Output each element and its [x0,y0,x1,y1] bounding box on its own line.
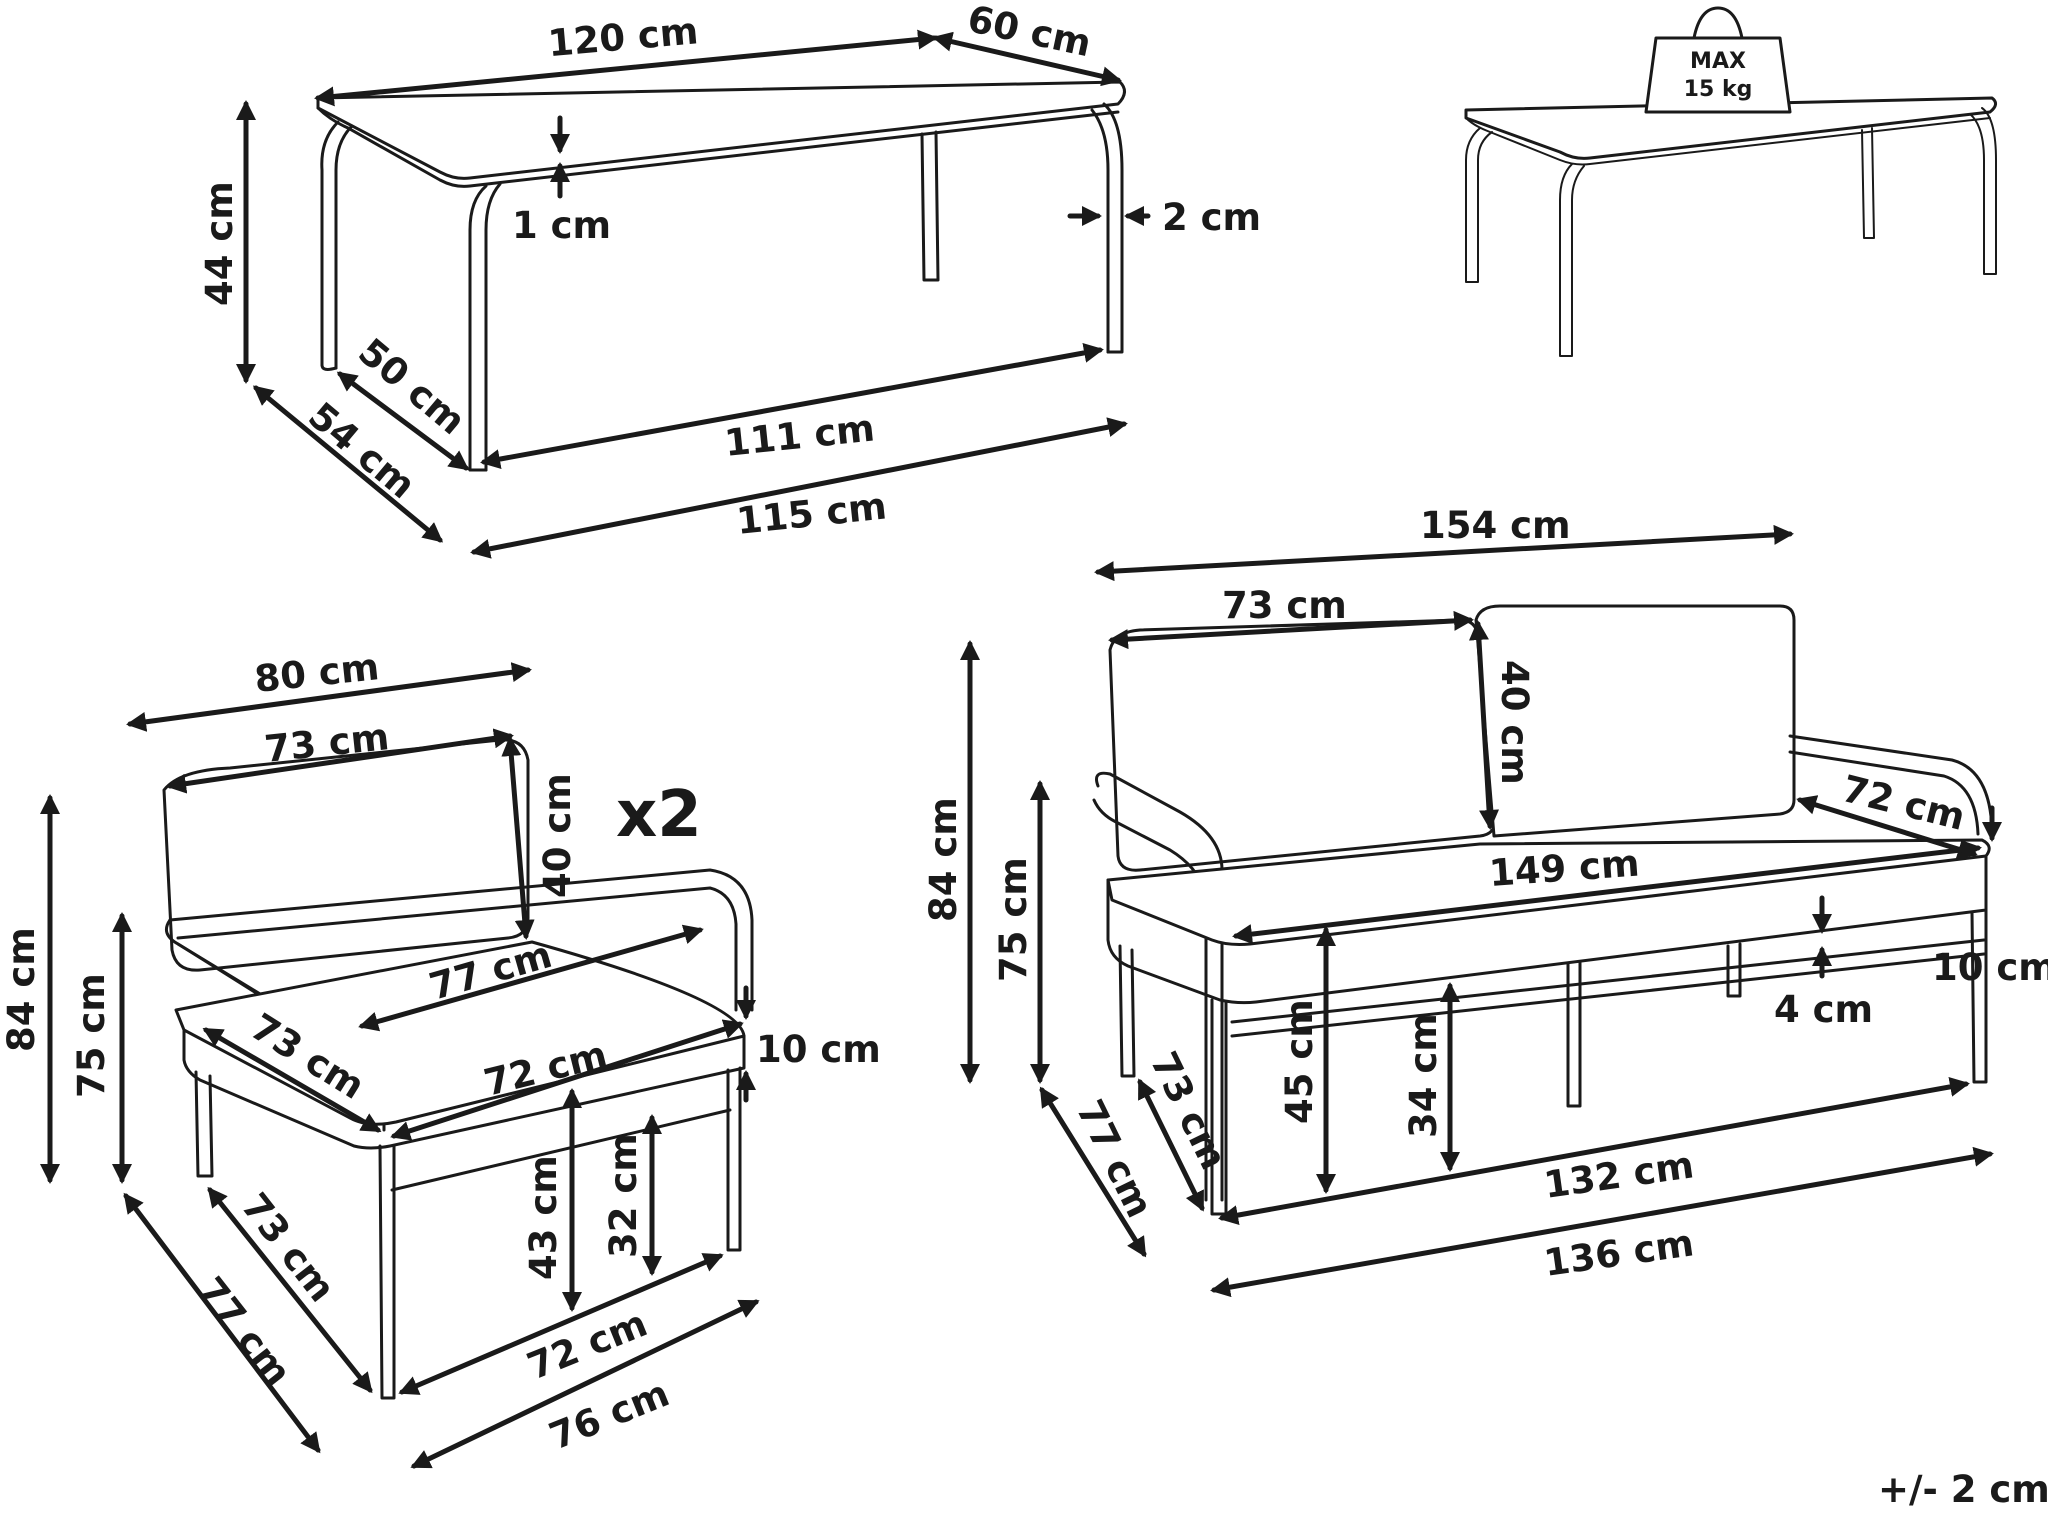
sofa-base-width-inner-label: 132 cm [1541,1143,1696,1207]
chair-cushion-label: 10 cm [756,1028,881,1071]
tolerance-label: +/- 2 cm [1878,1468,2048,1509]
chair-arm-height-label: 75 cm [70,973,113,1098]
weight-max-label: MAX [1690,49,1746,74]
table-top-thickness-label: 1 cm [512,204,611,247]
sofa-seat-width-label: 149 cm [1488,842,1641,895]
table-dimension-arrows [236,29,1151,559]
weight-value-label: 15 kg [1684,77,1753,102]
chair-height-label: 84 cm [0,927,43,1052]
table-leg-thickness-label: 2 cm [1162,196,1261,239]
table-weight-drawing [1464,6,1997,357]
table-outer-depth-label: 54 cm [300,394,423,507]
sofa-cushion-label: 10 cm [1932,946,2048,989]
sofa-dimension-arrows [960,524,2002,1298]
sofa-arm-height-label: 75 cm [992,857,1035,982]
sofa-seat-height-label: 45 cm [1278,999,1321,1124]
sofa-back-width-label: 73 cm [1222,584,1347,627]
sofa-height-label: 84 cm [922,797,965,922]
sofa-frame-height-label: 34 cm [1402,1013,1445,1138]
sofa-drawing [1092,604,1994,1216]
chair-frame-height-label: 32 cm [602,1133,645,1258]
armchair-dimension-arrows [40,662,760,1469]
sofa-back-height-label: 40 cm [1493,660,1536,785]
table-depth-label: 60 cm [964,0,1095,65]
table-height-label: 44 cm [198,181,241,306]
chair-base-width-outer-label: 76 cm [543,1372,675,1459]
table-length-label: 120 cm [546,9,700,65]
sofa-width-label: 154 cm [1420,504,1571,547]
sofa-seat-gap-label: 4 cm [1774,988,1873,1031]
table-outer-length-label: 115 cm [734,484,888,543]
chair-back-height-label: 40 cm [536,773,579,898]
chair-seat-height-label: 43 cm [522,1155,565,1280]
quantity-label: x2 [616,778,702,852]
chair-base-depth-outer-label: 77 cm [189,1269,300,1394]
